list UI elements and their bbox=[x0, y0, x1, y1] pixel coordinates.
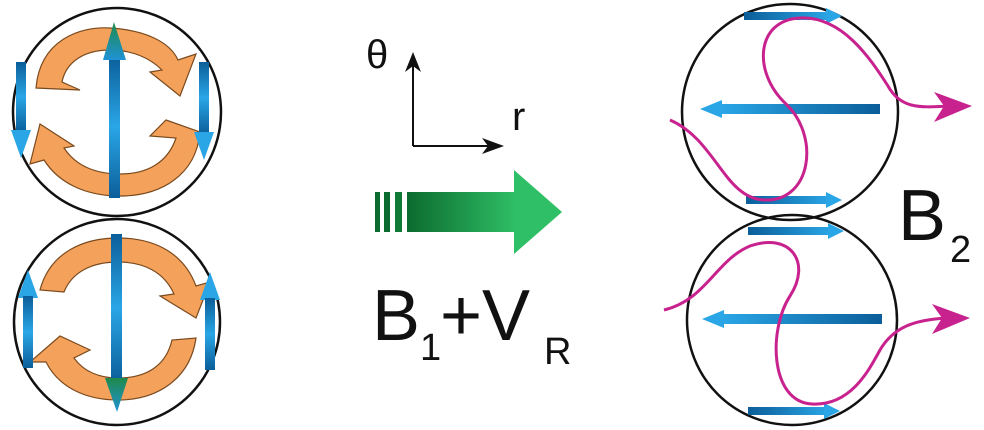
left-bottom-cell bbox=[14, 219, 220, 425]
left-top-cell bbox=[11, 8, 221, 216]
transition-label-sub2: R bbox=[544, 331, 571, 373]
orange-rotation-arrow-upper bbox=[40, 238, 210, 318]
blue-flow-arrow-middle-left bbox=[702, 310, 882, 328]
transition-label-sub1: 1 bbox=[420, 327, 441, 369]
blue-flow-arrow-bottom-right bbox=[748, 403, 840, 419]
theta-axis-label: θ bbox=[366, 33, 388, 77]
final-state-label-sub: 2 bbox=[950, 229, 971, 271]
blue-flow-arrow-top-right bbox=[748, 223, 844, 239]
transition-label: B 1 +V R bbox=[372, 276, 571, 373]
transition-label-plus-v: +V bbox=[440, 276, 530, 356]
final-state-label-b: B bbox=[898, 176, 946, 256]
r-axis-label: r bbox=[512, 95, 525, 139]
transition-arrow bbox=[375, 170, 562, 254]
final-state-label: B 2 bbox=[898, 176, 971, 271]
coordinate-axes: θ r bbox=[366, 33, 525, 154]
transition-label-b: B bbox=[372, 276, 420, 356]
